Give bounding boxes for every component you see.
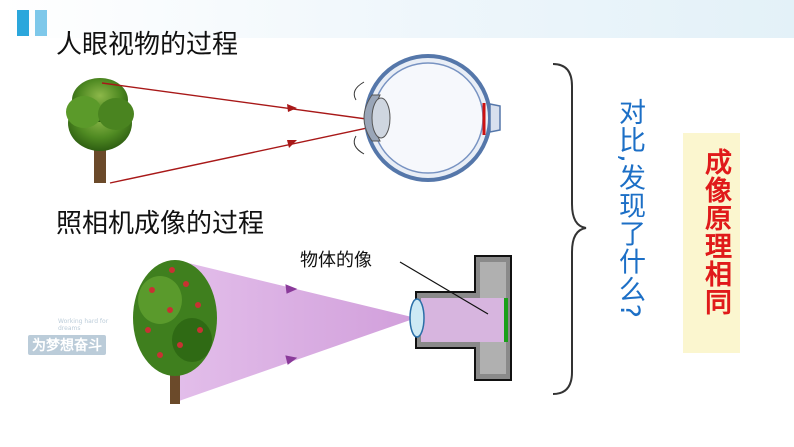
top-banner: [0, 0, 794, 38]
principle-text: 成像原理相同: [700, 148, 731, 316]
image-label: 物体的像: [300, 250, 372, 271]
image-label-leader: [399, 261, 489, 315]
tree-icon-eye: [66, 78, 134, 183]
fruit-tree-icon: [133, 260, 217, 404]
light-cone: [176, 260, 416, 402]
comparison-brace: [552, 63, 587, 395]
watermark-main-text: 为梦想奋斗: [28, 335, 106, 355]
banner-square-blue: [17, 10, 29, 36]
principle-box: [683, 133, 740, 353]
comparison-question: 对比,发现了什么?: [614, 98, 645, 319]
eye-icon: [353, 54, 501, 182]
camera-icon: [409, 255, 512, 381]
watermark-small-text: Working hard for dreams: [58, 318, 109, 332]
camera-process-title: 照相机成像的过程: [56, 209, 265, 239]
watermark-logo: Working hard for dreams 为梦想奋斗: [28, 318, 122, 358]
banner-square-light-blue: [35, 10, 47, 36]
eye-process-title: 人眼视物的过程: [56, 30, 239, 60]
